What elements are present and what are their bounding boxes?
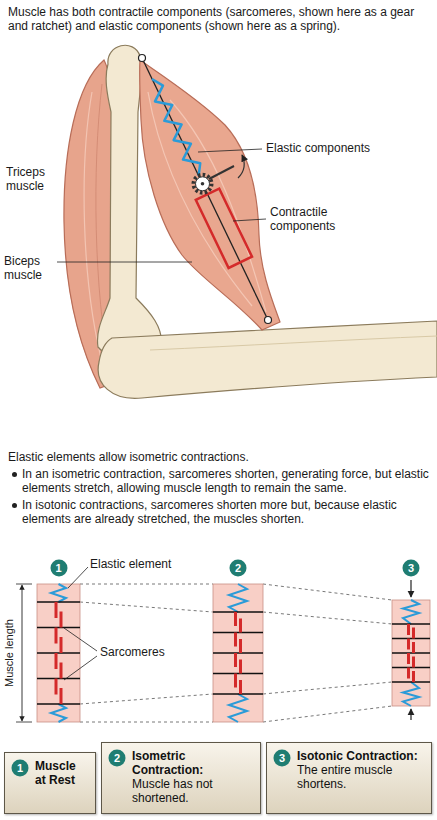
box-text: The entire muscle shortens. [297, 763, 425, 791]
box-heading: Isometric Contraction: [132, 749, 254, 777]
number-text: 2 [108, 749, 126, 767]
insertion-point [265, 317, 272, 324]
muscle-striation [170, 100, 266, 312]
number-text: 3 [273, 749, 291, 767]
number-circle [403, 560, 420, 577]
caption-box: Muscle at Rest 1 [4, 752, 96, 814]
muscle-strip [37, 584, 80, 722]
step-number: 2 [108, 749, 126, 767]
number-circle [50, 560, 67, 577]
contractile-box-outline [196, 189, 252, 268]
part-label: Biceps muscle [4, 254, 56, 282]
number-circle [230, 560, 247, 577]
force-line [142, 58, 268, 320]
box-text: Muscle has not shortened. [132, 777, 254, 805]
step-number: 2 [229, 559, 247, 577]
leader-line [64, 656, 97, 680]
leader-line [57, 262, 192, 263]
figure-heading: Muscle has both contractile components (… [8, 5, 432, 33]
bone-shading [150, 336, 437, 350]
gear-symbol [196, 177, 210, 191]
number-circle [109, 750, 126, 767]
part-label: Elastic element [90, 557, 171, 571]
guide-line [80, 602, 213, 612]
muscle-strip [392, 600, 430, 706]
elastic-element [229, 694, 247, 722]
number-text: 1 [50, 559, 68, 577]
origin-point [139, 55, 146, 62]
elastic-element [51, 704, 66, 722]
step-number: 1 [50, 559, 68, 577]
elastic-element [51, 584, 66, 602]
number-text: 2 [229, 559, 247, 577]
bullet-note: In an isometric contraction, sarcomeres … [22, 467, 432, 495]
step-number: 3 [273, 749, 291, 767]
box-heading: Muscle at Rest [35, 759, 89, 787]
forearm-bone [98, 321, 437, 398]
guide-line [80, 694, 213, 704]
dimension-label: Muscle length [2, 608, 16, 698]
rotation-arrow [238, 155, 244, 178]
sarcomere-filament [56, 602, 61, 704]
bullet-dot [12, 472, 17, 477]
biceps-muscle [140, 60, 280, 330]
elastic-element [229, 584, 247, 612]
part-label: Elastic components [266, 141, 370, 155]
z-disc [37, 602, 80, 704]
caption-box: Isotonic Contraction:The entire muscle s… [266, 742, 432, 814]
guide-lines [80, 584, 392, 722]
guide-line [263, 682, 392, 694]
part-label: Sarcomeres [100, 645, 165, 659]
bullet-note: In isotonic contractions, sarcomeres sho… [22, 498, 432, 526]
elastic-element [403, 682, 419, 706]
muscle-striation [148, 92, 252, 306]
number-circle [12, 760, 29, 777]
shortening-arrow [410, 580, 411, 597]
guide-line [263, 706, 392, 722]
number-text: 3 [402, 559, 420, 577]
ratchet-pawl [209, 166, 234, 179]
box-heading: Isotonic Contraction: [297, 749, 425, 763]
step-number: 1 [11, 759, 29, 777]
z-disc [392, 624, 430, 682]
gear-hub [201, 182, 205, 186]
muscle-strip [213, 584, 263, 722]
guide-line [263, 584, 392, 600]
leader-line [233, 219, 266, 221]
z-disc [213, 612, 263, 694]
spring-symbol [152, 79, 200, 176]
sarcomere-filament [236, 612, 241, 694]
guide-line [80, 584, 213, 585]
leader-line [64, 628, 97, 651]
guide-line [80, 722, 213, 723]
shortening-arrow [410, 709, 411, 720]
leader-line [198, 149, 262, 152]
bullet-dot [12, 503, 17, 508]
step-number: 3 [402, 559, 420, 577]
caption-box: Isometric Contraction:Muscle has not sho… [101, 742, 261, 814]
number-circle [274, 750, 291, 767]
dimension-line [22, 585, 23, 721]
gear-teeth [194, 175, 212, 193]
part-label: Contractile components [270, 205, 360, 233]
leader-line [68, 567, 88, 588]
part-label: Triceps muscle [6, 165, 62, 193]
dimension-tick [16, 722, 32, 723]
sarcomere-filament [409, 624, 414, 682]
dimension-tick [16, 584, 32, 585]
contractile-box [196, 189, 252, 268]
section-heading: Elastic elements allow isometric contrac… [8, 450, 432, 464]
elastic-element [403, 600, 419, 624]
guide-line [263, 612, 392, 624]
number-text: 1 [11, 759, 29, 777]
